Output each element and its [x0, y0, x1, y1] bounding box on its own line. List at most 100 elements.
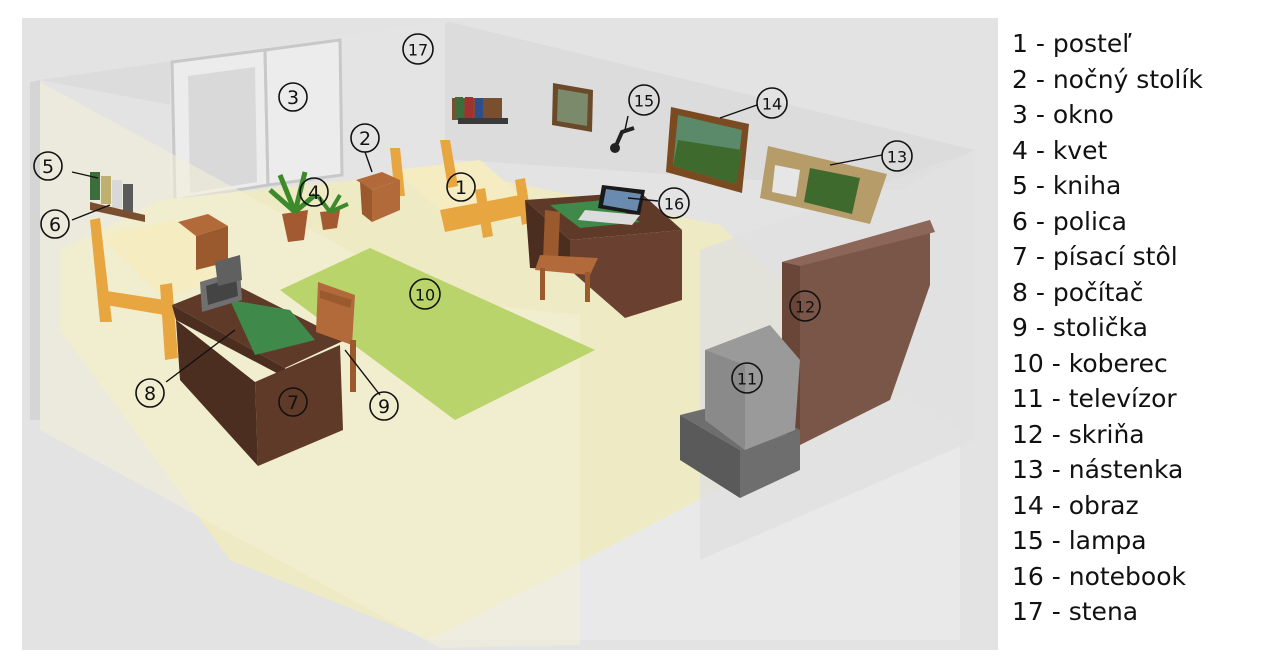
- legend-num: 10: [1012, 348, 1044, 378]
- legend-label: kvet: [1052, 135, 1108, 165]
- callout-5: 5: [33, 151, 63, 181]
- window: [170, 38, 344, 202]
- legend-num: 8: [1012, 277, 1028, 307]
- legend-separator: -: [1043, 384, 1069, 413]
- legend-label: posteľ: [1052, 29, 1132, 58]
- legend-separator: -: [1027, 135, 1053, 165]
- chair-back: [535, 210, 598, 302]
- legend-label: nástenka: [1068, 455, 1184, 484]
- legend-label: písací stôl: [1052, 242, 1178, 271]
- legend-label: lampa: [1068, 526, 1147, 555]
- callout-2: 2: [350, 123, 380, 153]
- legend-item-8: 8 - počítač: [1012, 275, 1272, 311]
- nightstand: [356, 172, 400, 222]
- callout-16: 16: [658, 187, 690, 219]
- svg-text:13: 13: [887, 148, 907, 167]
- legend-separator: -: [1027, 206, 1053, 236]
- callout-6: 6: [40, 209, 70, 239]
- callout-17: 17: [402, 33, 434, 65]
- legend-num: 11: [1012, 384, 1044, 413]
- legend-item-12: 12 - skriňa: [1012, 417, 1272, 453]
- legend-item-17: 17 - stena: [1012, 594, 1272, 630]
- legend-label: skriňa: [1068, 419, 1145, 449]
- legend-separator: -: [1027, 313, 1053, 342]
- notebook: [578, 185, 645, 225]
- callout-line-9: [344, 349, 381, 396]
- callout-3: 3: [278, 82, 308, 112]
- chair-front: [316, 282, 356, 392]
- legend-item-5: 5 - kniha: [1012, 168, 1272, 204]
- noticeboard: [760, 146, 887, 224]
- callout-line-16: [627, 197, 659, 202]
- television: [680, 325, 800, 498]
- svg-text:7: 7: [287, 392, 299, 414]
- legend-separator: -: [1027, 242, 1053, 271]
- svg-text:6: 6: [49, 214, 61, 236]
- legend: 1 - posteľ 2 - nočný stolík 3 - okno 4 -…: [1012, 26, 1272, 630]
- svg-text:17: 17: [408, 41, 428, 60]
- legend-item-4: 4 - kvet: [1012, 133, 1272, 169]
- callout-line-15: [624, 115, 629, 131]
- legend-label: kniha: [1052, 171, 1122, 200]
- callout-7: 7: [278, 387, 308, 417]
- legend-label: koberec: [1068, 348, 1168, 378]
- legend-num: 9: [1012, 313, 1028, 342]
- legend-label: televízor: [1068, 384, 1177, 413]
- painting: [666, 107, 749, 193]
- legend-separator: -: [1027, 29, 1053, 58]
- legend-item-11: 11 - televízor: [1012, 381, 1272, 417]
- callout-line-14: [719, 104, 758, 119]
- legend-item-6: 6 - polica: [1012, 204, 1272, 240]
- legend-item-13: 13 - nástenka: [1012, 452, 1272, 488]
- svg-text:5: 5: [42, 156, 54, 178]
- callout-13: 13: [881, 140, 913, 172]
- legend-label: notebook: [1068, 561, 1186, 591]
- legend-label: nočný stolík: [1052, 64, 1203, 94]
- callout-8: 8: [135, 378, 165, 408]
- small-picture: [552, 83, 593, 132]
- callout-9: 9: [369, 391, 399, 421]
- legend-num: 13: [1012, 455, 1044, 484]
- svg-text:3: 3: [287, 87, 299, 109]
- legend-separator: -: [1043, 597, 1069, 626]
- legend-num: 17: [1012, 597, 1044, 626]
- callout-15: 15: [628, 84, 660, 116]
- svg-text:10: 10: [415, 286, 435, 305]
- legend-num: 7: [1012, 242, 1028, 271]
- legend-item-7: 7 - písací stôl: [1012, 239, 1272, 275]
- legend-item-2: 2 - nočný stolík: [1012, 62, 1272, 98]
- legend-label: stolička: [1052, 313, 1148, 342]
- left-nightstand: [178, 214, 228, 270]
- legend-item-9: 9 - stolička: [1012, 310, 1272, 346]
- callout-10: 10: [409, 278, 441, 310]
- legend-separator: -: [1043, 490, 1069, 520]
- callout-1: 1: [446, 172, 476, 202]
- callout-line-8: [165, 329, 236, 383]
- computer: [200, 255, 242, 312]
- legend-num: 16: [1012, 561, 1044, 591]
- svg-text:9: 9: [378, 396, 390, 418]
- bed-back: [390, 140, 532, 238]
- legend-num: 5: [1012, 171, 1028, 200]
- legend-num: 4: [1012, 135, 1028, 165]
- lamp: [610, 126, 635, 153]
- legend-num: 3: [1012, 100, 1028, 129]
- legend-item-1: 1 - posteľ: [1012, 26, 1272, 62]
- svg-text:1: 1: [455, 177, 467, 199]
- svg-text:11: 11: [737, 370, 757, 389]
- legend-label: obraz: [1068, 490, 1139, 520]
- room-diagram: 1 2 3 4 5 6 7 8 9 10 11 12 13 14 15 16 1…: [22, 18, 998, 650]
- callout-4: 4: [299, 177, 329, 207]
- legend-label: polica: [1052, 206, 1127, 236]
- legend-item-16: 16 - notebook: [1012, 559, 1272, 595]
- legend-item-3: 3 - okno: [1012, 97, 1272, 133]
- legend-num: 6: [1012, 206, 1028, 236]
- legend-label: počítač: [1052, 277, 1144, 307]
- legend-separator: -: [1043, 419, 1069, 449]
- svg-text:12: 12: [795, 298, 815, 317]
- wall-shelf-books: [452, 97, 508, 124]
- legend-separator: -: [1043, 455, 1069, 484]
- legend-item-14: 14 - obraz: [1012, 488, 1272, 524]
- plant-small: [316, 193, 349, 230]
- legend-item-10: 10 - koberec: [1012, 346, 1272, 382]
